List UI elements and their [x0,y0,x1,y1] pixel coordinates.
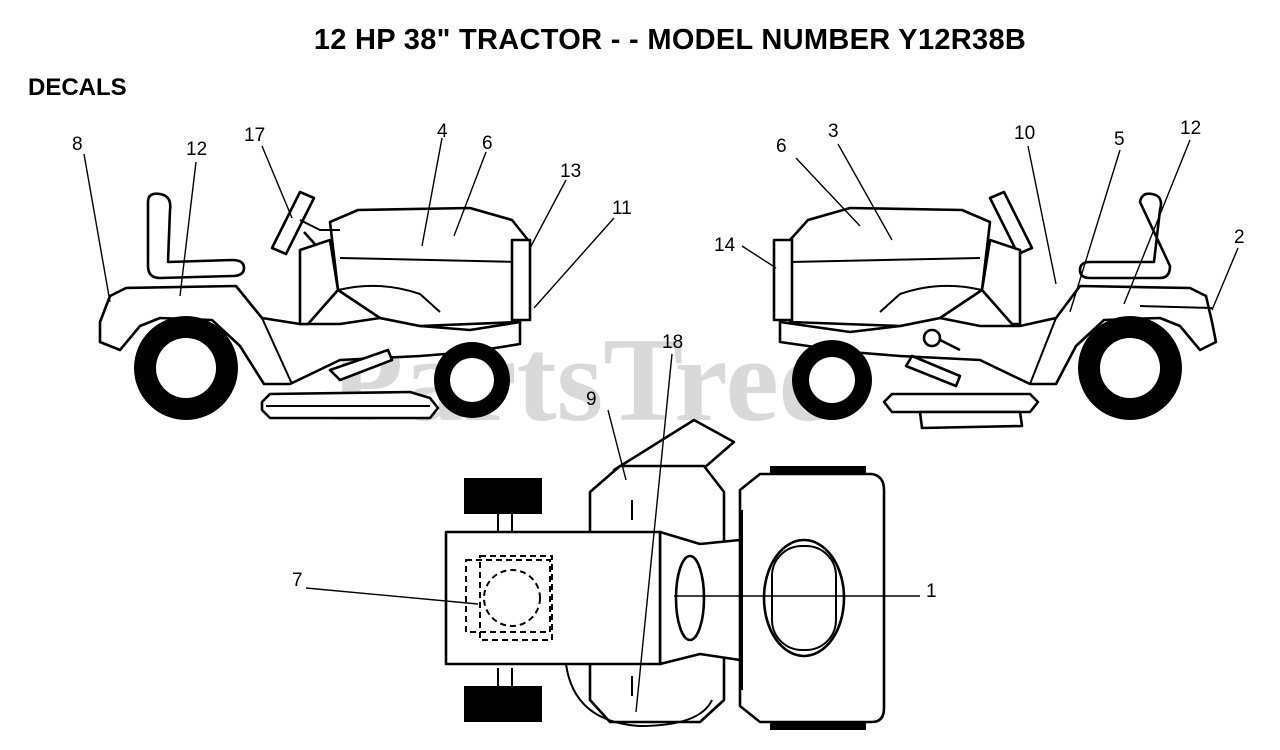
section-label: DECALS [28,74,127,101]
callout-6-left: 6 [482,133,493,154]
callout-17: 17 [244,125,265,146]
callout-1: 1 [926,581,937,602]
leader-lines-top [305,353,920,713]
callout-13: 13 [560,161,581,182]
callout-2: 2 [1234,227,1245,248]
callout-8: 8 [72,134,83,155]
callout-11: 11 [612,198,632,219]
callout-4: 4 [437,121,448,142]
tractor-left-side-view [98,190,532,420]
callout-9: 9 [586,389,597,410]
tractor-right-side-view [772,190,1218,430]
callout-7: 7 [292,570,303,591]
callout-10: 10 [1014,123,1035,144]
callout-3: 3 [828,121,839,142]
page-title: 12 HP 38" TRACTOR - - MODEL NUMBER Y12R3… [313,24,1027,56]
callout-6-right: 6 [776,136,787,157]
callout-18: 18 [662,332,683,353]
callout-12-right: 12 [1180,118,1201,139]
leader-lines-left [83,137,615,309]
callout-14: 14 [714,235,736,256]
tractor-top-view [444,418,886,730]
callout-5: 5 [1114,129,1125,150]
leader-lines-right [741,139,1239,313]
callout-labels: 8 12 17 4 6 13 11 6 3 14 10 5 12 2 18 9 … [72,118,1245,602]
callout-12-left: 12 [186,139,207,160]
